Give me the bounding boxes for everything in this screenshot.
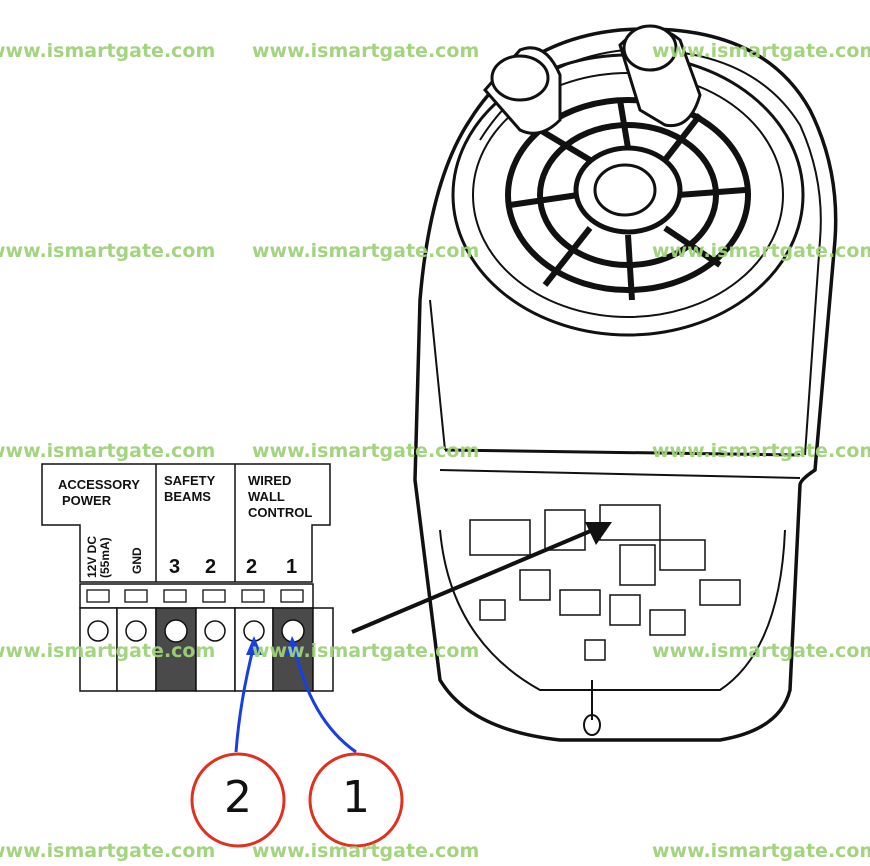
watermark: www.ismartgate.com bbox=[0, 240, 216, 262]
callout-1: 1 bbox=[342, 772, 370, 823]
opener-body bbox=[413, 24, 838, 742]
watermark: www.ismartgate.com bbox=[252, 840, 480, 862]
terminal-num-3: 3 bbox=[169, 556, 181, 578]
watermark: www.ismartgate.com bbox=[652, 440, 870, 462]
watermark: www.ismartgate.com bbox=[252, 40, 480, 62]
watermark: www.ismartgate.com bbox=[0, 440, 216, 462]
watermark: www.ismartgate.com bbox=[252, 240, 480, 262]
callout-ring-1 bbox=[308, 752, 404, 848]
safety-beams-label: SAFETY BEAMS bbox=[164, 473, 216, 504]
wire-1 bbox=[285, 636, 357, 754]
accessory-power-label: ACCESSORY POWER bbox=[58, 477, 140, 508]
terminal-block bbox=[41, 463, 334, 692]
terminal-num-2-beam: 2 bbox=[205, 556, 217, 578]
watermark: www.ismartgate.com bbox=[0, 640, 216, 662]
pointer-arrow bbox=[351, 522, 612, 634]
v12-label: 12V DC (55mA) bbox=[85, 535, 112, 578]
terminal-num-2-wall: 2 bbox=[246, 556, 258, 578]
watermark: www.ismartgate.com bbox=[652, 640, 870, 662]
watermark: www.ismartgate.com bbox=[652, 40, 870, 62]
wire-2 bbox=[234, 636, 262, 753]
watermark: www.ismartgate.com bbox=[0, 840, 216, 862]
callout-ring-2 bbox=[190, 752, 286, 848]
terminal-num-1-wall: 1 bbox=[286, 556, 298, 578]
wired-wall-control-label: WIRED WALL CONTROL bbox=[248, 473, 313, 520]
watermark: www.ismartgate.com bbox=[0, 40, 216, 62]
gnd-label: GND bbox=[130, 547, 144, 574]
watermark: www.ismartgate.com bbox=[652, 840, 870, 862]
watermark: www.ismartgate.com bbox=[652, 240, 870, 262]
callout-2: 2 bbox=[224, 772, 252, 823]
watermark: www.ismartgate.com bbox=[252, 640, 480, 662]
watermark: www.ismartgate.com bbox=[252, 440, 480, 462]
